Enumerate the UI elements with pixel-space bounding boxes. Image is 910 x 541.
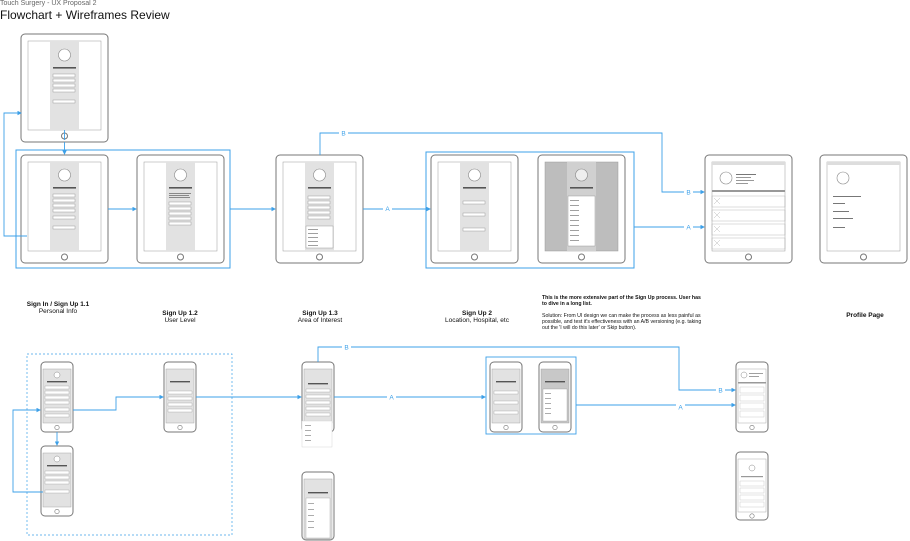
caption-profile: Profile Page (825, 312, 905, 319)
path-label-b-phone-end: B (716, 385, 725, 395)
caption-level-subtitle: User Level (164, 317, 196, 324)
caption-signin-title: Sign In / Sign Up 1.1 (26, 301, 90, 308)
path-label-b-text: B (341, 131, 345, 138)
caption-level-title: Sign Up 1.2 (162, 310, 198, 317)
caption-interest-title: Sign Up 1.3 (302, 310, 338, 317)
document-subtitle: Touch Surgery - UX Proposal 2 (0, 0, 97, 7)
path-label-b-tablet: B (339, 128, 348, 138)
path-label-a-text: A (389, 395, 394, 402)
caption-interest-subtitle: Area of Interest (297, 317, 343, 324)
design-note-problem: This is the more extensive part of the S… (542, 295, 701, 308)
document-title: Flowchart + Wireframes Review (0, 8, 170, 22)
path-label-a-text: A (686, 225, 691, 232)
phone-signin-personal-info (40, 361, 74, 433)
phone-signup-location (489, 361, 523, 433)
tablet-signin-login (20, 33, 109, 143)
phone-profile-page (735, 451, 769, 521)
path-label-a-text: A (678, 405, 683, 412)
phone-profile-feed (735, 361, 769, 433)
design-note: This is the more extensive part of the S… (542, 295, 707, 331)
path-label-b-tablet-end: B (684, 187, 693, 197)
tablet-signup-personal-info (20, 154, 109, 264)
caption-signin: Sign In / Sign Up 1.1 Personal Info (6, 301, 110, 315)
path-label-a-phone: A (387, 392, 396, 402)
tablet-signup-user-level (136, 154, 225, 264)
phone-signup-user-level (163, 361, 197, 433)
flow-arrows-phone-row (12, 346, 736, 493)
caption-level: Sign Up 1.2 User Level (140, 310, 220, 324)
path-label-b-text: B (718, 388, 722, 395)
caption-profile-title: Profile Page (846, 312, 884, 319)
caption-location: Sign Up 2 Location, Hospital, etc (432, 310, 522, 324)
path-label-a-tablet: A (383, 204, 392, 213)
flow-group-location-tablet (425, 151, 635, 269)
flow-group-location-phone (485, 356, 577, 435)
tablet-profile-page (819, 154, 908, 264)
path-label-b-text: B (344, 345, 348, 352)
tablet-signup-area-of-interest (275, 154, 364, 264)
caption-interest: Sign Up 1.3 Area of Interest (280, 310, 360, 324)
path-label-b-phone: B (342, 342, 351, 352)
caption-signin-subtitle: Personal Info (38, 308, 78, 315)
tablet-profile-feed (704, 154, 793, 264)
caption-location-title: Sign Up 2 (462, 310, 492, 317)
phone-signin-login (40, 445, 74, 517)
phone-signup-hospital-list (538, 361, 572, 433)
path-label-b-text: B (686, 190, 690, 197)
path-label-a-text: A (385, 206, 390, 213)
tablet-signup-hospital-list (537, 154, 626, 264)
flow-group-signin-phone (26, 353, 233, 536)
phone-signup-interest-list (301, 471, 335, 541)
path-label-a-phone-end: A (676, 402, 685, 412)
tablet-signup-location (430, 154, 519, 264)
design-note-solution: Solution: From UI design we can make the… (542, 312, 702, 332)
phone-signup-area-of-interest (301, 361, 335, 448)
caption-location-subtitle: Location, Hospital, etc (445, 317, 509, 324)
path-label-a-tablet-end: A (684, 222, 693, 232)
